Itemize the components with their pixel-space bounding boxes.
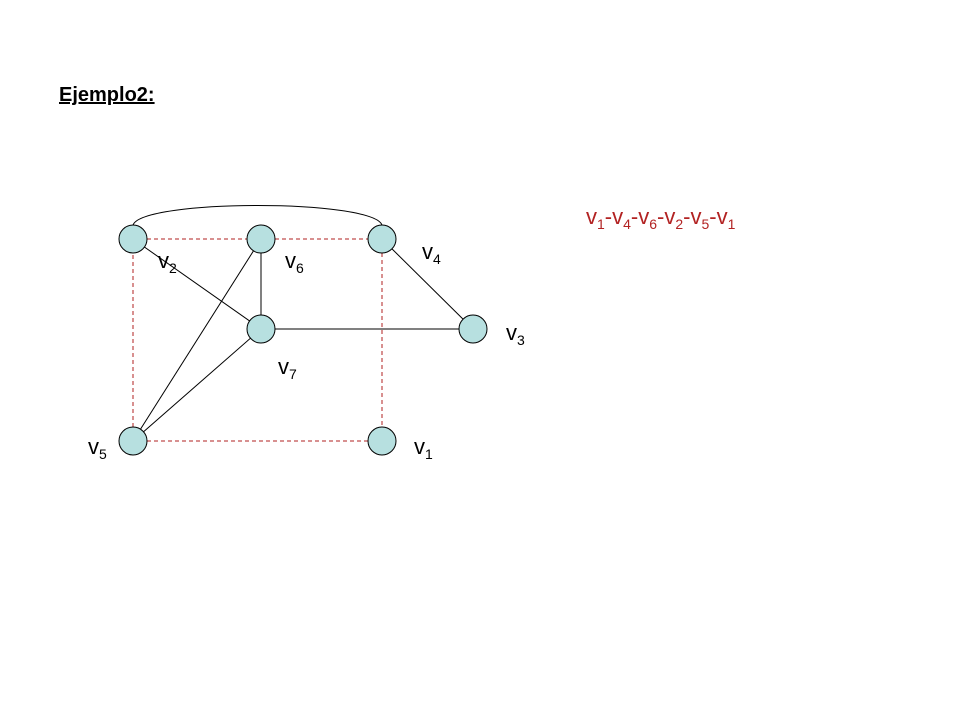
cycle-vertex: v4 [612,204,631,232]
edge-v6-v5 [132,238,262,442]
cycle-separator: - [657,204,665,229]
edges-layer [132,205,474,442]
cycle-separator: - [604,204,613,229]
node-label-v3: v3 [506,320,525,348]
edge-v2-v4 [132,205,383,226]
node-v4 [367,224,397,254]
node-v3 [458,314,488,344]
diagram-title: Ejemplo2: [59,84,155,106]
edge-v2-v7 [132,238,262,330]
cycle-separator: - [630,204,639,229]
node-v1 [367,426,397,456]
cycle-vertex: v5 [690,204,710,232]
node-label-v1: v1 [414,434,433,462]
node-label-v5: v5 [88,434,107,462]
node-label-v4: v4 [422,239,441,267]
cycle-separator: - [683,204,691,229]
edge-v7-v5 [132,328,262,442]
node-label-v7: v7 [278,354,297,382]
node-v5 [118,426,148,456]
cycle-vertex: v2 [664,204,684,232]
node-label-v2: v2 [158,248,177,276]
node-v7 [246,314,276,344]
cycle-vertex: v1 [586,204,605,232]
node-v2 [118,224,148,254]
node-v6 [246,224,276,254]
cycle-vertex: v1 [716,204,736,232]
nodes-layer [118,224,488,456]
cycle-separator: - [709,204,717,229]
cycle-vertex: v6 [638,204,658,232]
edge-v4-v3 [381,238,474,330]
hamiltonian-cycle-text: v1-v4-v6-v2-v5-v1 [586,204,736,232]
node-label-v6: v6 [285,248,304,276]
